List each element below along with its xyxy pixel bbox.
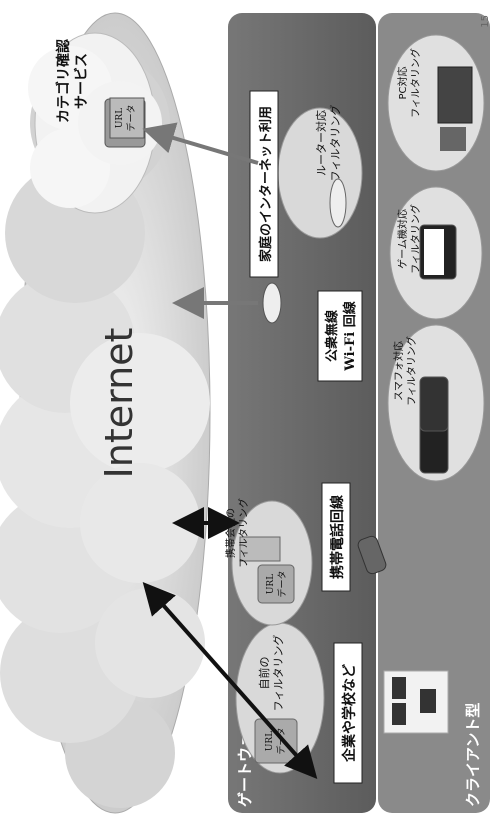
- carrier-db-line2: データ: [276, 570, 288, 597]
- carrier-db-line1: URL: [266, 574, 276, 594]
- wifi-router-icon: [263, 283, 281, 323]
- carrier-filter-line2: フィルタリング: [237, 498, 250, 568]
- category-db-line1: URL: [115, 108, 125, 128]
- category-db-icon: [105, 98, 145, 147]
- internet-label: Internet: [97, 328, 141, 479]
- wifi-box-line2: Wi-Fi 回線: [342, 300, 358, 371]
- category-db-line2: データ: [125, 104, 137, 131]
- pc-filter-line2: フィルタリング: [409, 48, 422, 118]
- router-filter-line1: ルーター対応: [314, 110, 328, 176]
- company-network-icon: [384, 671, 448, 733]
- pc-filter-line1: PC対応: [396, 66, 409, 99]
- pc-filter-bubble: [388, 35, 484, 171]
- category-service-line2: サービス: [74, 53, 90, 109]
- category-service-line1: カテゴリ確認: [55, 39, 72, 123]
- self-filter-line2: フィルタリング: [271, 635, 285, 712]
- client-label: クライアント型: [464, 703, 482, 807]
- mobile-box-text: 携帯電話回線: [329, 495, 346, 579]
- smartphone-filter-line1: スマフォ対応: [392, 341, 405, 401]
- company-box-text: 企業や学校など: [341, 664, 358, 763]
- game-filter-line2: フィルタリング: [409, 204, 422, 274]
- home-box-text: 家庭のインターネット利用: [258, 106, 274, 262]
- game-filter-line1: ゲーム機対応: [396, 209, 409, 269]
- router-filter-line2: フィルタリング: [328, 105, 342, 182]
- self-db-line1: URL: [265, 731, 275, 751]
- carrier-filter-line1: 携帯会社の: [224, 508, 237, 558]
- self-filter-line1: 自前の: [257, 657, 271, 690]
- smartphone-filter-line2: フィルタリング: [405, 336, 418, 406]
- page-number: 15: [480, 15, 491, 28]
- wifi-box-line1: 公衆無線: [324, 309, 340, 362]
